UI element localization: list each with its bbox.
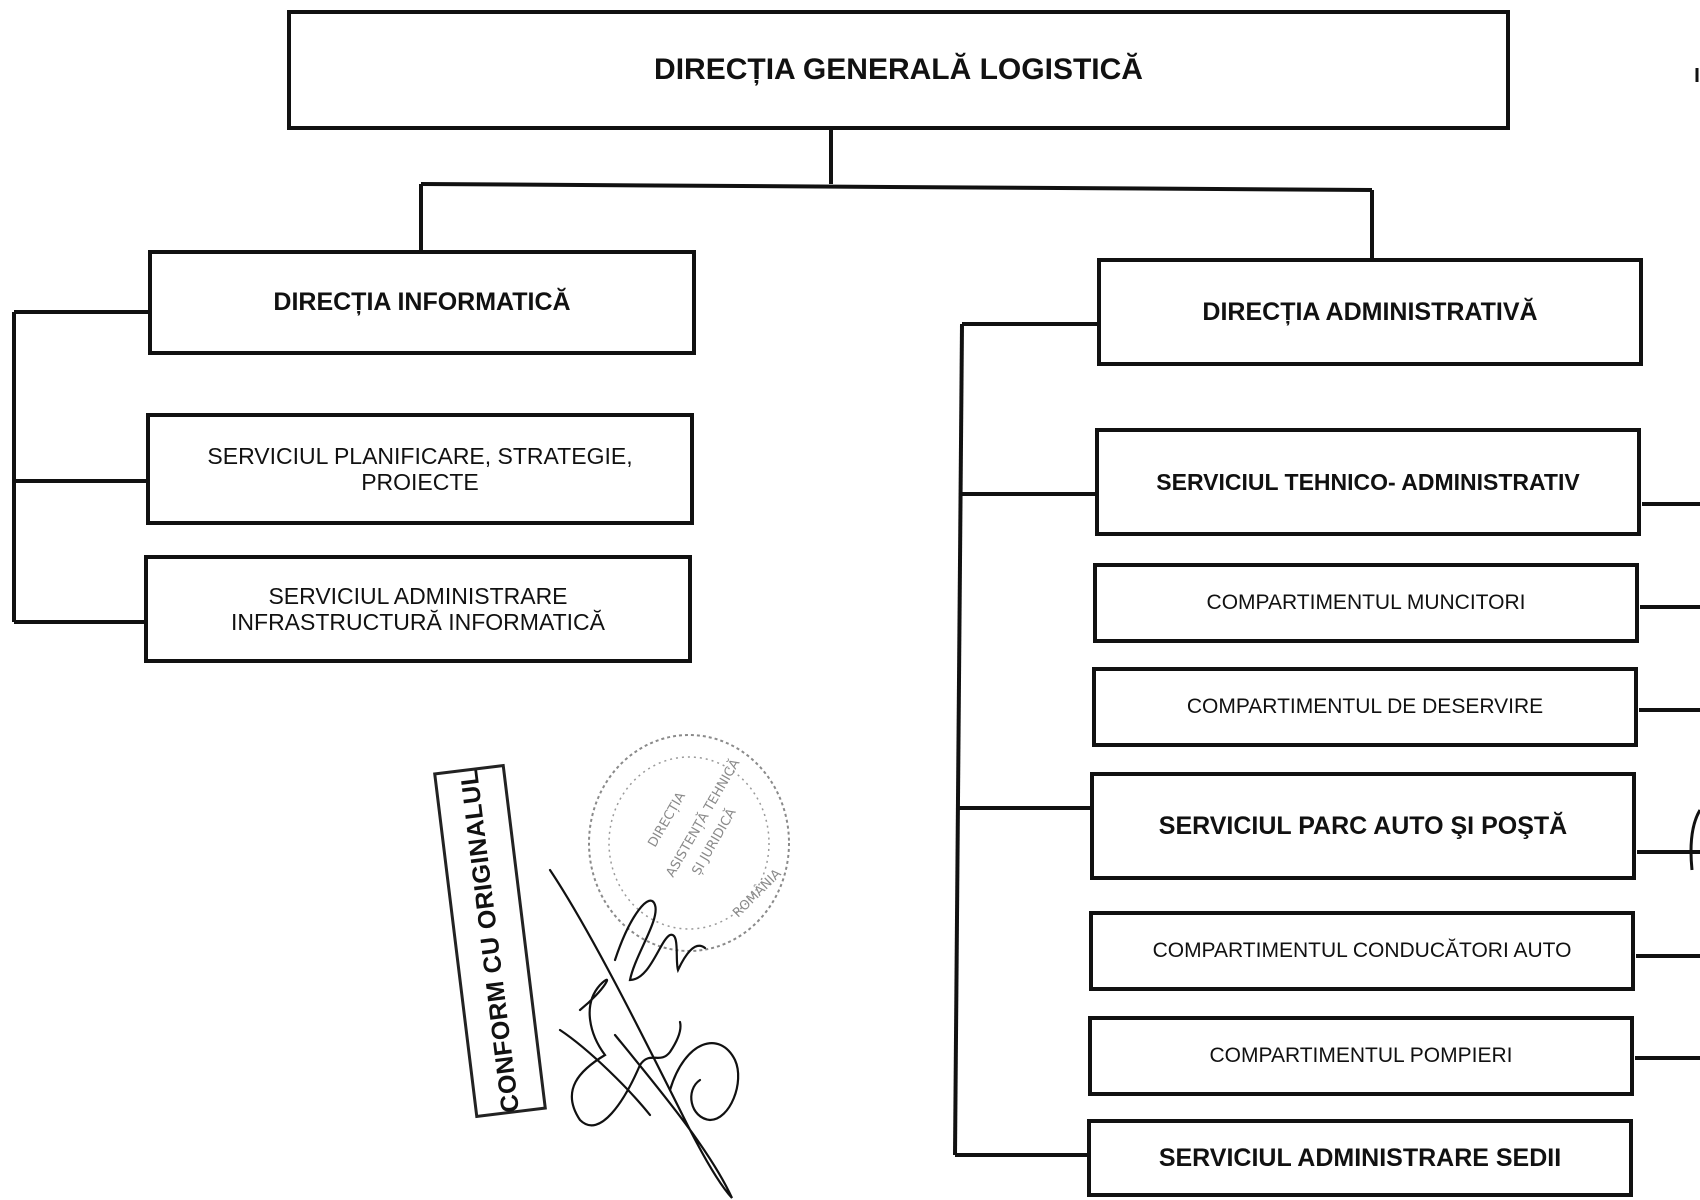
left-head-box: DIRECȚIA INFORMATICĂ [148,250,696,355]
right-unit-box: SERVICIUL TEHNICO- ADMINISTRATIV [1095,428,1641,536]
right-unit-box: COMPARTIMENTUL MUNCITORI [1093,563,1639,643]
right-unit-box: COMPARTIMENTUL POMPIERI [1088,1016,1634,1096]
left-head-label: DIRECȚIA INFORMATICĂ [273,288,571,317]
right-unit-label: COMPARTIMENTUL DE DESERVIRE [1186,694,1544,718]
left-unit-box: SERVICIUL PLANIFICARE, STRATEGIE, PROIEC… [146,413,694,525]
right-head-box: DIRECȚIA ADMINISTRATIVĂ [1097,258,1643,366]
right-unit-box: SERVICIUL ADMINISTRARE SEDII [1087,1119,1633,1197]
right-unit-box: COMPARTIMENTUL DE DESERVIRE [1092,667,1638,747]
signature [548,868,740,1199]
right-unit-label: SERVICIUL PARC AUTO ŞI POŞTĂ [1158,811,1568,840]
right-unit-box: COMPARTIMENTUL CONDUCĂTORI AUTO [1089,911,1635,991]
right-unit-label: SERVICIUL TEHNICO- ADMINISTRATIV [1156,468,1580,495]
left-unit-label: SERVICIUL ADMINISTRARE INFRASTRUCTURĂ IN… [231,582,605,635]
right-unit-box: SERVICIUL PARC AUTO ŞI POŞTĂ [1090,772,1636,880]
root-box: DIRECȚIA GENERALĂ LOGISTICĂ [287,10,1510,130]
right-head-label: DIRECȚIA ADMINISTRATIVĂ [1202,297,1538,326]
right-unit-label: COMPARTIMENTUL POMPIERI [1209,1043,1513,1067]
left-unit-box: SERVICIUL ADMINISTRARE INFRASTRUCTURĂ IN… [144,555,692,663]
right-unit-label: SERVICIUL ADMINISTRARE SEDII [1158,1143,1562,1172]
right-unit-label: COMPARTIMENTUL CONDUCĂTORI AUTO [1152,938,1572,962]
right-unit-label: COMPARTIMENTUL MUNCITORI [1206,590,1526,614]
root-label: DIRECȚIA GENERALĂ LOGISTICĂ [654,52,1143,86]
left-unit-label: SERVICIUL PLANIFICARE, STRATEGIE, PROIEC… [207,442,633,495]
